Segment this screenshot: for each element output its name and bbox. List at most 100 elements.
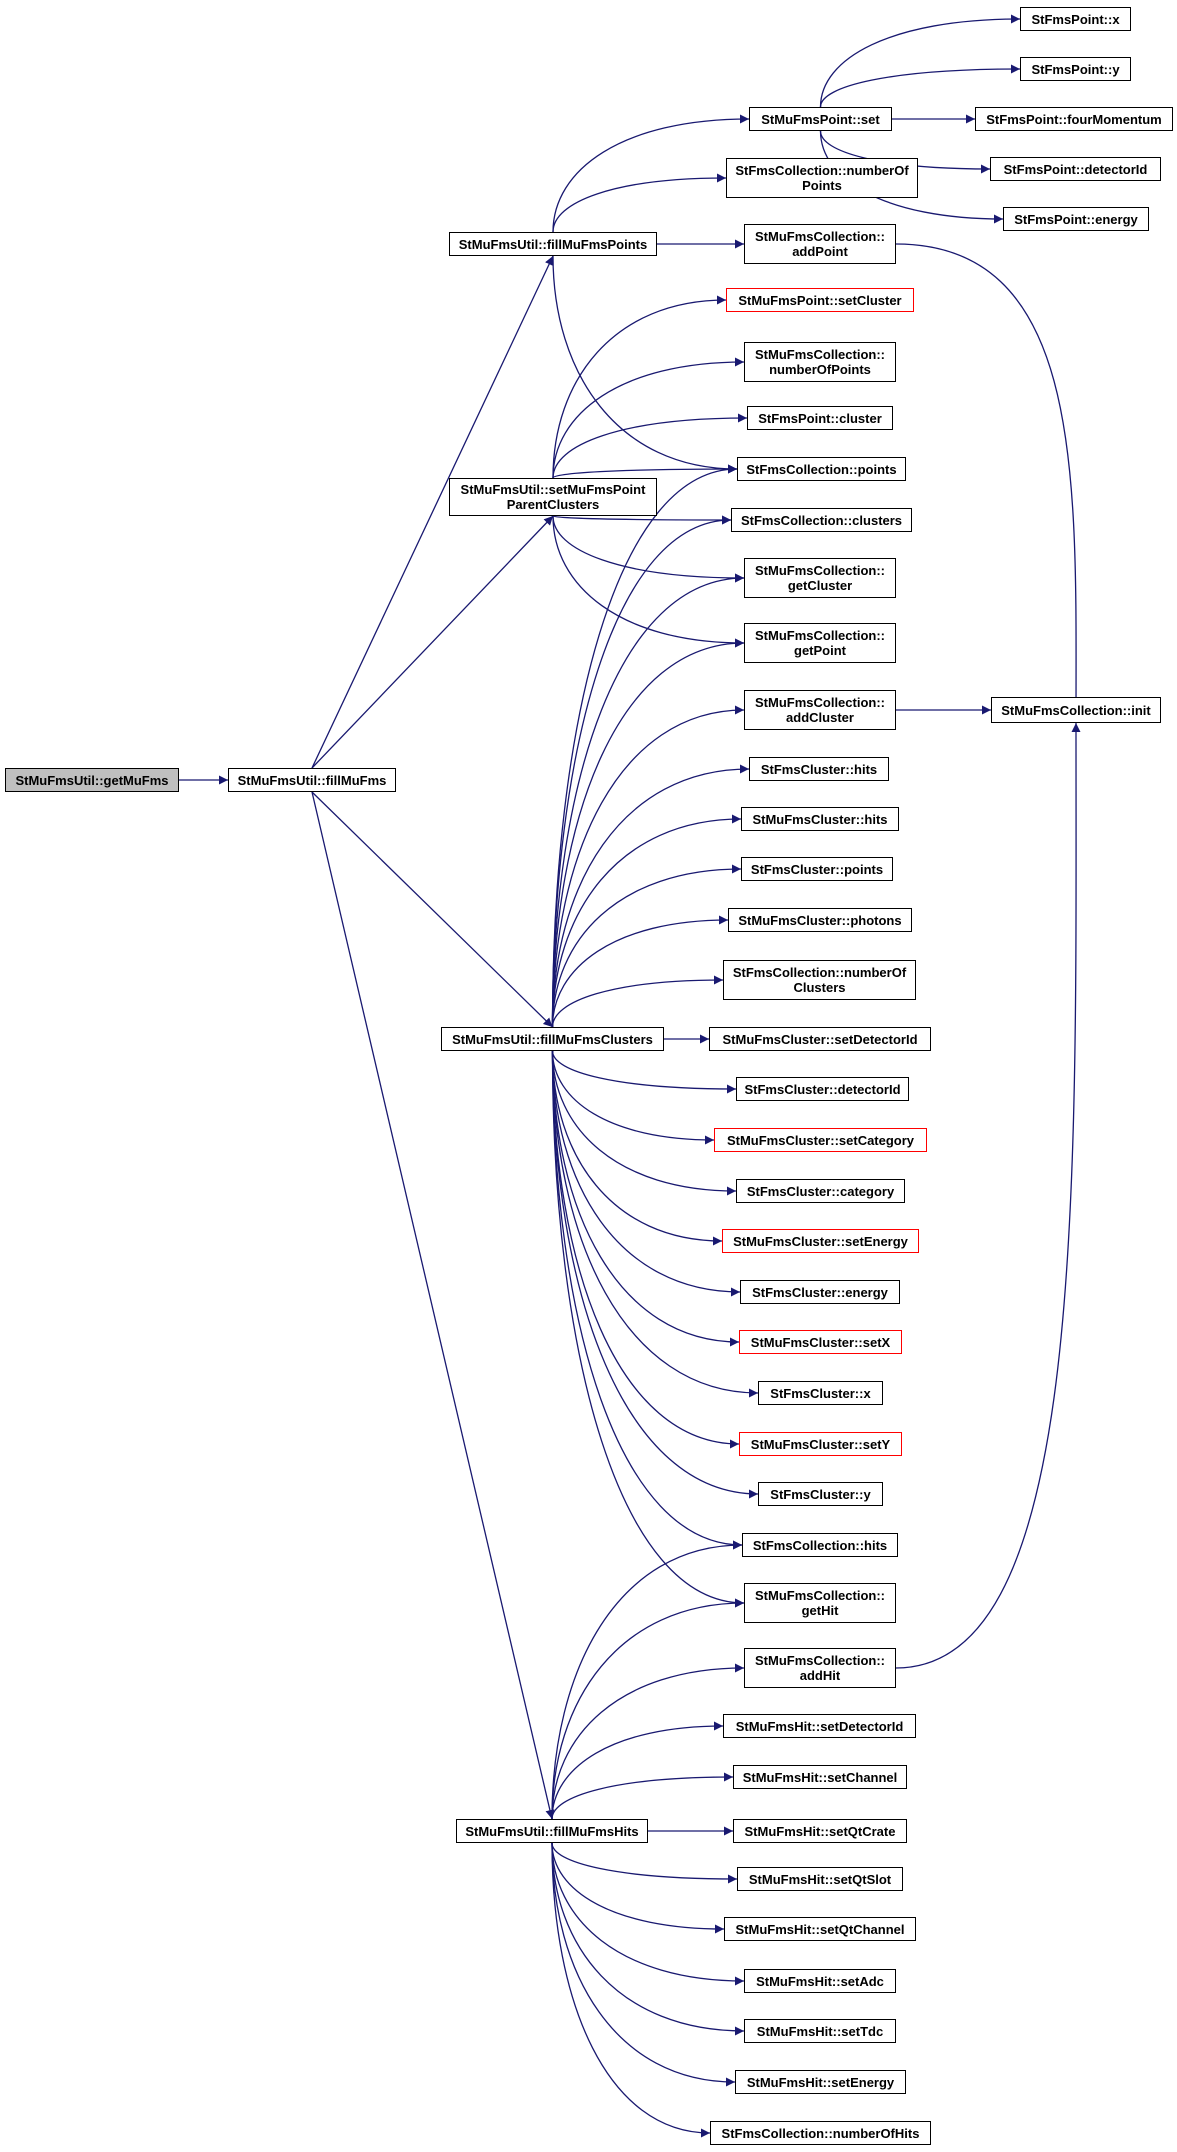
edge-fillClusters-fclEnergy (551, 1050, 741, 1297)
node-stfmspoint-fourmomentum[interactable]: StFmsPoint::fourMomentum (975, 107, 1173, 131)
edge-setParent-mcGetPoint (552, 515, 745, 648)
node-stmufmscollection-getcluster[interactable]: StMuFmsCollection:: getCluster (744, 558, 896, 598)
node-stmufmshit-setqtslot[interactable]: StMuFmsHit::setQtSlot (737, 1867, 903, 1891)
edge-setParent-mcNumPoints (552, 357, 745, 479)
node-stfmscluster-y[interactable]: StFmsCluster::y (758, 1482, 883, 1506)
edge-fillHits-mhSetTdc (551, 1842, 745, 2036)
node-stmufmsutil-fillmufmspoints[interactable]: StMuFmsUtil::fillMuFmsPoints (449, 232, 657, 256)
node-stmufmshit-setenergy[interactable]: StMuFmsHit::setEnergy (735, 2070, 906, 2094)
node-stfmscluster-x[interactable]: StFmsCluster::x (758, 1381, 883, 1405)
node-stfmscollection-numberofclusters[interactable]: StFmsCollection::numberOf Clusters (723, 960, 916, 1000)
node-stmufmspoint-setcluster[interactable]: StMuFmsPoint::setCluster (726, 288, 914, 312)
node-stfmspoint-y[interactable]: StFmsPoint::y (1020, 57, 1131, 81)
edge-fillHits-mhSetAdc (551, 1842, 745, 1986)
edge-fillClusters-fclX (551, 1050, 759, 1398)
edge-fillClusters-fcHits (551, 1050, 743, 1550)
edge-fillMuFms-fillPoints (311, 255, 554, 769)
node-stmufmscluster-setcategory[interactable]: StMuFmsCluster::setCategory (714, 1128, 927, 1152)
node-stfmscollection-numberofpoints[interactable]: StFmsCollection::numberOf Points (726, 158, 918, 198)
edge-fillClusters-mclHits (551, 814, 742, 1028)
edge-fillHits-mhSetQtChannel (551, 1842, 725, 1934)
edge-pointSet-fpY (819, 64, 1021, 108)
edge-fillClusters-fclCat (551, 1050, 737, 1196)
edge-mcAddHit-mcInit (895, 722, 1081, 1669)
node-stmufmscluster-hits[interactable]: StMuFmsCluster::hits (741, 807, 899, 831)
edge-fillHits-mhSetDet (551, 1721, 724, 1820)
edge-fillClusters-mclSetX (551, 1050, 740, 1347)
node-stmufmscluster-setx[interactable]: StMuFmsCluster::setX (739, 1330, 902, 1354)
node-stfmscluster-hits[interactable]: StFmsCluster::hits (749, 757, 889, 781)
edge-fillHits-mcAddHit (551, 1663, 745, 1820)
node-stmufmscollection-numberofpoints[interactable]: StMuFmsCollection:: numberOfPoints (744, 342, 896, 382)
edge-setParent-mpSetCluster (552, 295, 727, 479)
node-stmufmscollection-init[interactable]: StMuFmsCollection::init (991, 697, 1161, 723)
node-stmufmshit-setqtchannel[interactable]: StMuFmsHit::setQtChannel (724, 1917, 916, 1941)
edge-fillMuFms-fillClusters (311, 791, 553, 1028)
node-stmufmscluster-sety[interactable]: StMuFmsCluster::setY (739, 1432, 902, 1456)
edge-fillClusters-fclY (551, 1050, 759, 1499)
edge-fillClusters-fcClusters (551, 515, 732, 1028)
node-stmufmscluster-setenergy[interactable]: StMuFmsCluster::setEnergy (722, 1229, 919, 1253)
node-stmufmshit-setchannel[interactable]: StMuFmsHit::setChannel (733, 1765, 907, 1789)
node-stfmspoint-cluster[interactable]: StFmsPoint::cluster (747, 406, 893, 430)
edge-fillClusters-fclPoints (551, 864, 742, 1028)
edge-fillHits-mcGetHit (551, 1598, 745, 1820)
node-stmufmsutil-fillmufmshits[interactable]: StMuFmsUtil::fillMuFmsHits (456, 1819, 648, 1843)
node-stfmscollection-hits[interactable]: StFmsCollection::hits (742, 1533, 898, 1557)
node-stmufmsutil-fillmufms[interactable]: StMuFmsUtil::fillMuFms (228, 768, 396, 792)
node-stfmscollection-points[interactable]: StFmsCollection::points (737, 457, 906, 481)
node-stfmscollection-numberofhits[interactable]: StFmsCollection::numberOfHits (710, 2121, 931, 2145)
node-stmufmscollection-addhit[interactable]: StMuFmsCollection:: addHit (744, 1648, 896, 1688)
node-stmufmspoint-set[interactable]: StMuFmsPoint::set (749, 107, 892, 131)
edge-fillClusters-mclPhotons (551, 915, 729, 1028)
edge-fillClusters-mclSetCat (551, 1050, 715, 1145)
edge-fillClusters-mclSetEnergy (551, 1050, 723, 1246)
edge-setParent-fcPoints (552, 464, 738, 479)
node-stmufmscluster-photons[interactable]: StMuFmsCluster::photons (728, 908, 912, 932)
node-stmufmscluster-setdetectorid[interactable]: StMuFmsCluster::setDetectorId (709, 1027, 931, 1051)
edge-setParent-fpCluster (552, 413, 748, 479)
edge-pointSet-fpDet (819, 130, 991, 174)
node-stmufmscollection-addpoint[interactable]: StMuFmsCollection:: addPoint (744, 224, 896, 264)
node-stfmscollection-clusters[interactable]: StFmsCollection::clusters (731, 508, 912, 532)
edge-fillClusters-mcGetPoint (551, 638, 745, 1028)
edge-fillClusters-mcGetHit (551, 1050, 745, 1608)
edge-pointSet-fpX (819, 14, 1021, 108)
node-stfmspoint-energy[interactable]: StFmsPoint::energy (1003, 207, 1149, 231)
edge-setParent-mcGetCluster (552, 515, 745, 583)
edge-fillHits-fcHits (551, 1540, 743, 1820)
node-stmufmshit-settdc[interactable]: StMuFmsHit::setTdc (744, 2019, 896, 2043)
edge-fillClusters-mclSetY (551, 1050, 740, 1449)
node-stmufmshit-setdetectorid[interactable]: StMuFmsHit::setDetectorId (723, 1714, 916, 1738)
node-stfmscluster-category[interactable]: StFmsCluster::category (736, 1179, 905, 1203)
edge-fillMuFms-fillHits (311, 791, 555, 1820)
edge-fillHits-mhSetEnergy (551, 1842, 736, 2087)
edge-setParent-fcClusters (552, 515, 732, 525)
edge-fillHits-mhSetChannel (551, 1772, 734, 1820)
node-stmufmscollection-addcluster[interactable]: StMuFmsCollection:: addCluster (744, 690, 896, 730)
edge-fillClusters-mcAddCluster (551, 705, 745, 1028)
edge-fillPoints-fcPoints (552, 255, 738, 474)
node-stmufmsutil-fillmufmsclusters[interactable]: StMuFmsUtil::fillMuFmsClusters (441, 1027, 664, 1051)
node-stfmspoint-x[interactable]: StFmsPoint::x (1020, 7, 1131, 31)
node-stfmspoint-detectorid[interactable]: StFmsPoint::detectorId (990, 157, 1161, 181)
edge-fillPoints-fcNumPoints (552, 173, 727, 233)
node-stmufmshit-setqtcrate[interactable]: StMuFmsHit::setQtCrate (733, 1819, 907, 1843)
edge-fillClusters-mcGetCluster (551, 573, 745, 1028)
node-stfmscluster-points[interactable]: StFmsCluster::points (741, 857, 893, 881)
node-stmufmsutil-getmufms: StMuFmsUtil::getMuFms (5, 768, 179, 792)
node-stmufmsutil-setmufmspointparentclusters[interactable]: StMuFmsUtil::setMuFmsPoint ParentCluster… (449, 478, 657, 516)
node-stfmscluster-energy[interactable]: StFmsCluster::energy (740, 1280, 900, 1304)
node-stmufmscollection-gethit[interactable]: StMuFmsCollection:: getHit (744, 1583, 896, 1623)
edge-mcAddPoint-mcInit (895, 243, 1081, 724)
node-stmufmshit-setadc[interactable]: StMuFmsHit::setAdc (744, 1969, 896, 1993)
edge-fillClusters-fcNumClusters (551, 975, 724, 1028)
edge-fillHits-fcNumHits (551, 1842, 711, 2138)
edge-fillMuFms-setParent (311, 515, 554, 769)
node-stmufmscollection-getpoint[interactable]: StMuFmsCollection:: getPoint (744, 623, 896, 663)
node-stfmscluster-detectorid[interactable]: StFmsCluster::detectorId (736, 1077, 909, 1101)
edge-fillClusters-fclDet (551, 1050, 737, 1094)
edge-fillClusters-fclHits (551, 764, 750, 1028)
